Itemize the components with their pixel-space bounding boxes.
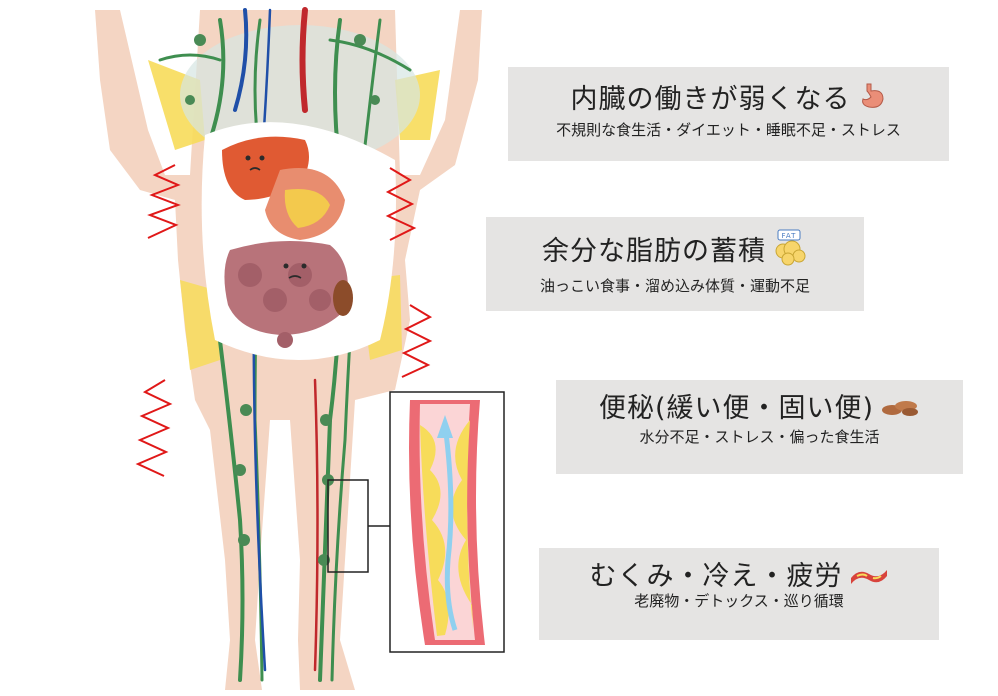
- vessel-inset: [389, 391, 505, 653]
- panel-constipation: 便秘(緩い便・固い便) 水分不足・ストレス・偏った食生活: [556, 380, 963, 474]
- panel-fat-accumulation: 余分な脂肪の蓄積 FAT 油っこい食事・溜め込み体質・運動不足: [486, 217, 864, 311]
- blood-vessel-icon: [849, 561, 889, 595]
- organs: [201, 122, 396, 361]
- fat-icon-label: FAT: [782, 232, 797, 240]
- stool-icon: [880, 393, 920, 427]
- fat-icon: FAT: [772, 229, 808, 276]
- panel-title: 余分な脂肪の蓄積: [542, 236, 766, 267]
- zigzag-marks: [135, 164, 433, 477]
- panel-title: 便秘(緩い便・固い便): [598, 393, 875, 424]
- stomach-icon: [857, 81, 887, 120]
- panel-subtitle: 水分不足・ストレス・偏った食生活: [639, 427, 880, 446]
- panel-swelling-fatigue: むくみ・冷え・疲労 老廃物・デトックス・巡り循環: [539, 548, 939, 640]
- panel-subtitle: 油っこい食事・溜め込み体質・運動不足: [539, 277, 810, 295]
- panel-subtitle: 老廃物・デトックス・巡り循環: [634, 591, 844, 610]
- panel-title: むくみ・冷え・疲労: [589, 561, 843, 592]
- panel-title: 内臓の働きが弱くなる: [570, 84, 851, 115]
- intestines: [224, 241, 348, 335]
- panel-organ-function: 内臓の働きが弱くなる 不規則な食生活・ダイエット・睡眠不足・ストレス: [508, 67, 949, 161]
- inset-connector: [327, 479, 390, 573]
- panel-subtitle: 不規則な食生活・ダイエット・睡眠不足・ストレス: [556, 121, 901, 139]
